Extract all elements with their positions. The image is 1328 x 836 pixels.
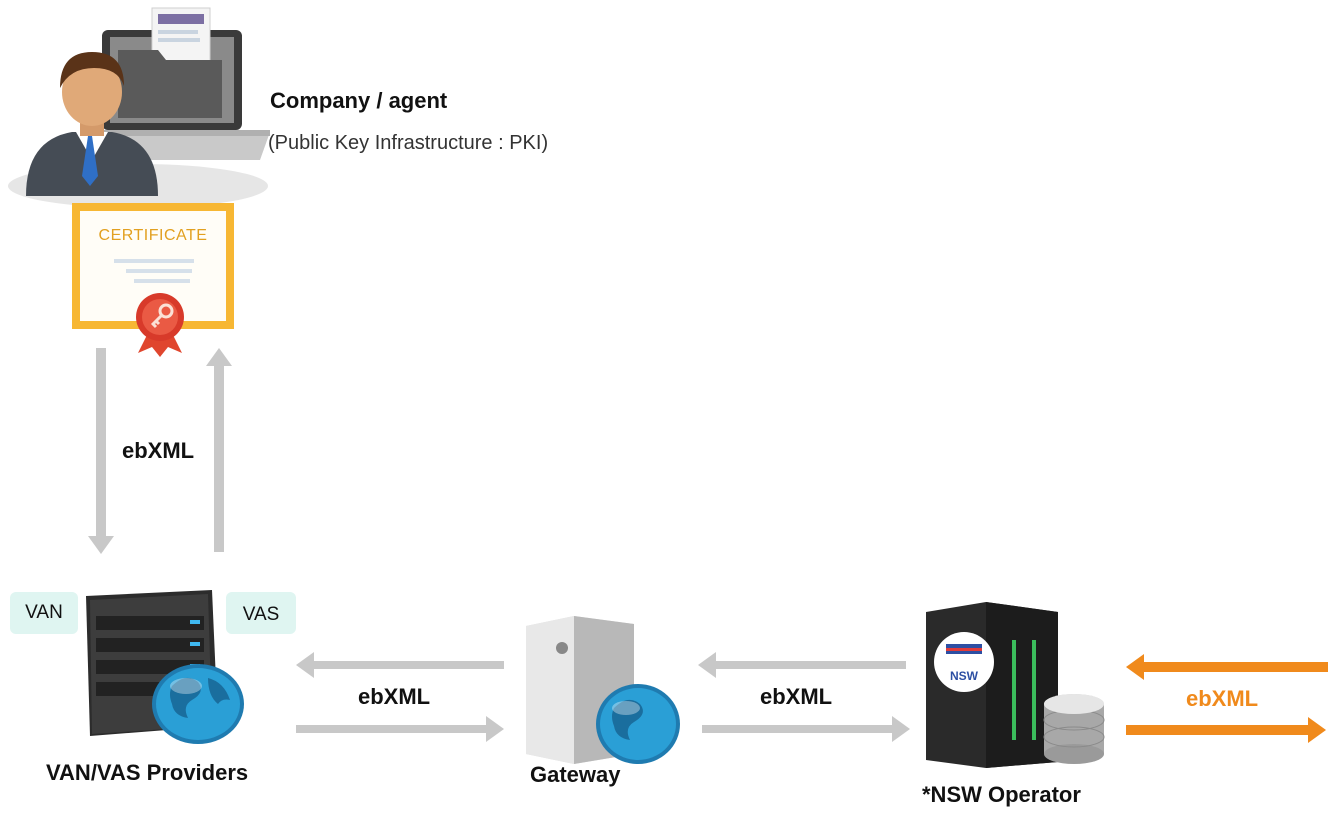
person-laptop-icon: [8, 7, 270, 208]
certificate-frame-icon: [72, 203, 234, 357]
certificate-text: CERTIFICATE: [98, 227, 208, 244]
arrow-providers-to-gateway: [296, 716, 504, 742]
ebxml-external-label: ebXML: [1186, 686, 1259, 711]
providers-server: [82, 586, 252, 746]
arrow-nsw-to-gateway: [698, 652, 906, 678]
nsw-server-database-icon: NSW: [926, 602, 1105, 768]
arrow-down-to-providers: [88, 348, 114, 554]
certificate: CERTIFICATE: [72, 203, 234, 357]
gateway-globe-icon: [526, 616, 680, 764]
nsw-logo-text: NSW: [950, 669, 979, 683]
arrow-up-to-company: [206, 348, 232, 552]
gateway-server: [520, 612, 690, 764]
company-subtitle: (Public Key Infrastructure : PKI): [268, 132, 549, 154]
van-tag: VAN: [10, 592, 78, 634]
providers-label: VAN/VAS Providers: [46, 760, 249, 785]
ebxml-vertical-label: ebXML: [122, 438, 195, 463]
arrow-gateway-to-providers: [296, 652, 504, 678]
nsw-operator-server: NSW: [920, 600, 1110, 768]
nsw-operator-label: *NSW Operator: [922, 782, 1081, 807]
arrow-gateway-to-nsw: [702, 716, 910, 742]
arrow-external-to-nsw: [1126, 654, 1328, 680]
company-agent-illustration: [6, 4, 270, 210]
ebxml-gateway-nsw-label: ebXML: [760, 684, 833, 709]
arrow-nsw-to-external: [1126, 717, 1326, 743]
gateway-label: Gateway: [530, 762, 621, 787]
vas-tag: VAS: [226, 592, 296, 634]
company-title: Company / agent: [270, 88, 448, 113]
server-globe-icon: [86, 590, 244, 744]
ebxml-providers-gateway-label: ebXML: [358, 684, 431, 709]
